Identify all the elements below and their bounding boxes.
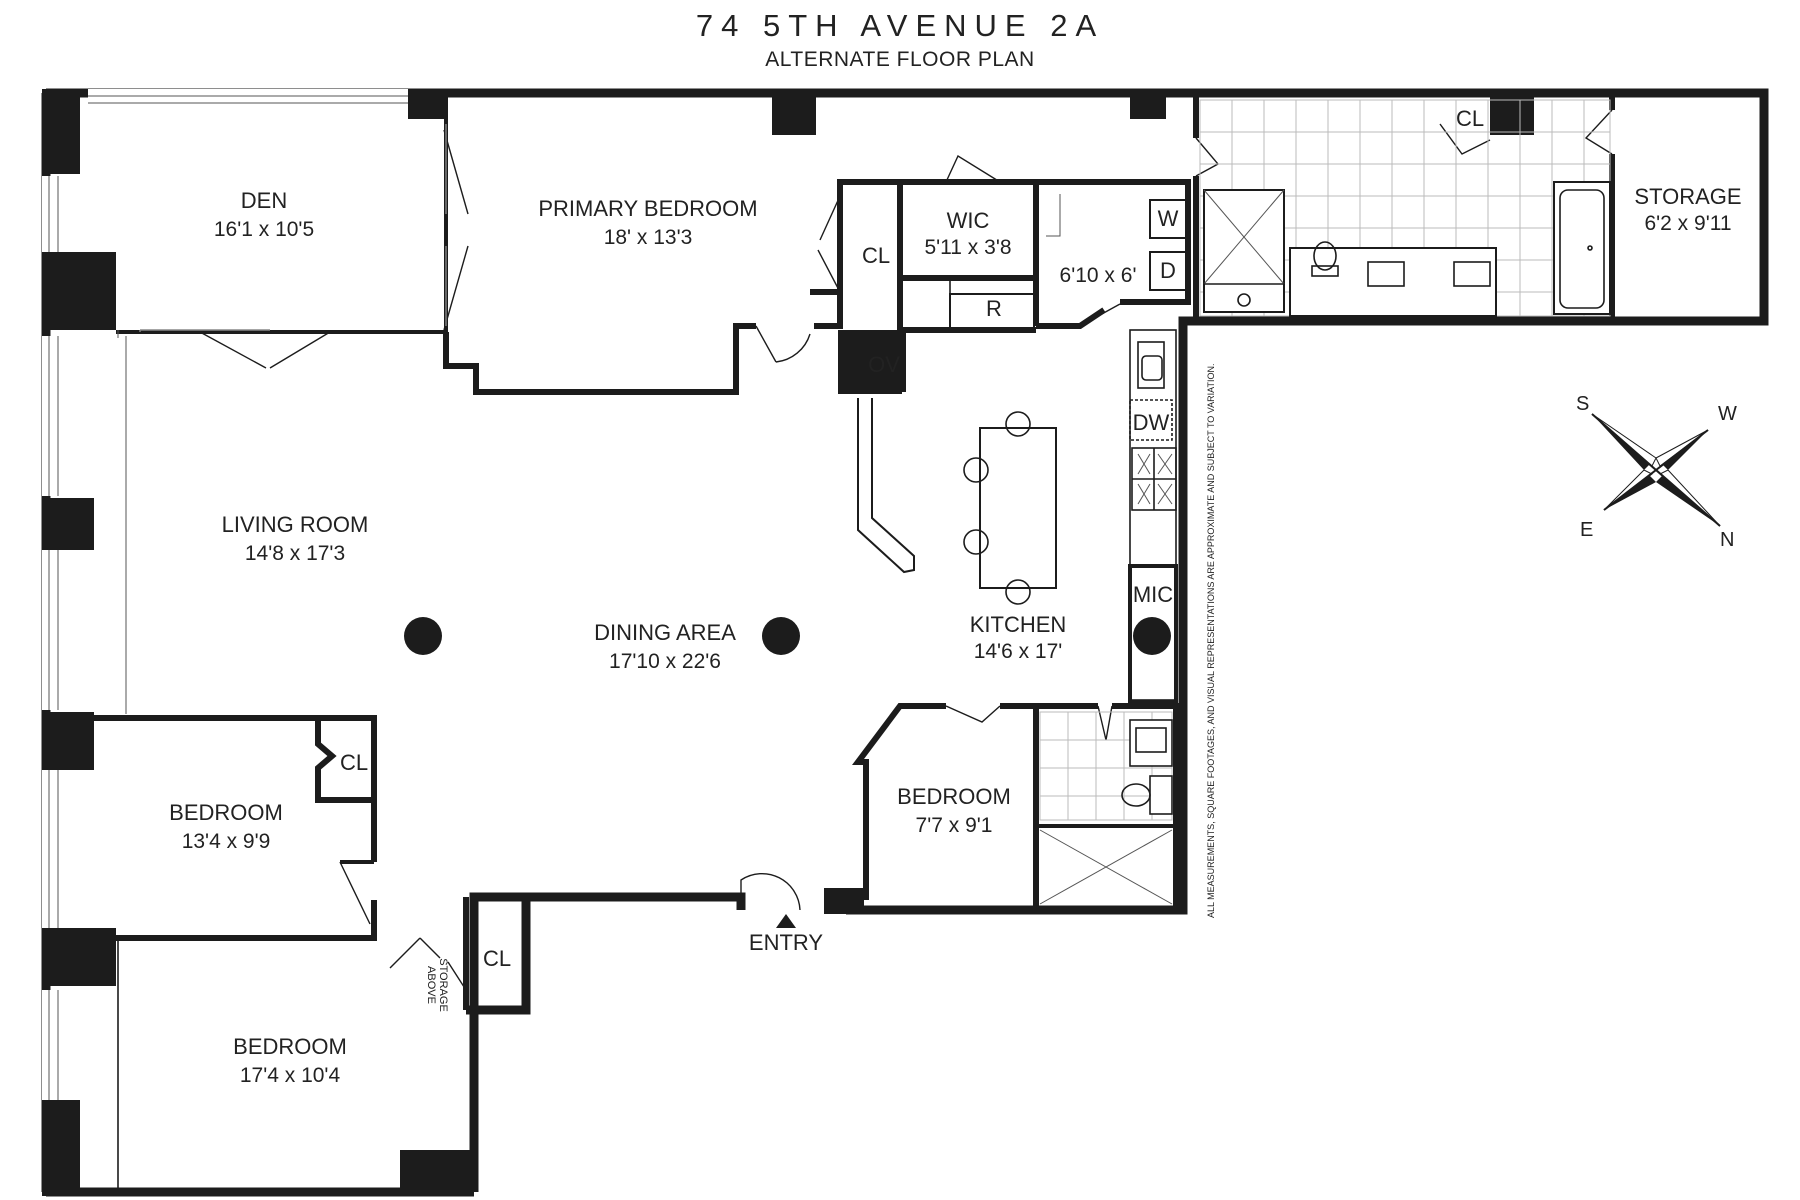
cl-hall-tag: CL bbox=[483, 946, 511, 971]
plan-subtitle: ALTERNATE FLOOR PLAN bbox=[765, 48, 1035, 71]
living-room-dims: 14'8 x 17'3 bbox=[245, 542, 345, 565]
den-dims: 16'1 x 10'5 bbox=[214, 218, 314, 241]
compass-rose-icon: S W E N bbox=[1576, 393, 1737, 551]
refrigerator-tag: R bbox=[986, 296, 1002, 321]
living-room-name: LIVING ROOM bbox=[222, 512, 369, 537]
microwave-tag: MIC bbox=[1133, 582, 1173, 607]
oven-tag: OV bbox=[868, 352, 900, 377]
storage-dims: 6'2 x 9'11 bbox=[1644, 212, 1731, 235]
primary-bedroom-dims: 18' x 13'3 bbox=[604, 226, 693, 249]
bedroom-small-dims: 7'7 x 9'1 bbox=[916, 814, 993, 837]
primary-bedroom-name: PRIMARY BEDROOM bbox=[538, 196, 757, 221]
interior-walls bbox=[46, 93, 1615, 1192]
bedroom-small-name: BEDROOM bbox=[897, 784, 1011, 809]
storage-above-tag-2: ABOVE bbox=[425, 966, 437, 1004]
compass-s: S bbox=[1576, 393, 1589, 415]
bedroom-west-name: BEDROOM bbox=[169, 800, 283, 825]
fixtures bbox=[404, 99, 1611, 905]
kitchen-name: KITCHEN bbox=[970, 612, 1067, 637]
west-windows bbox=[42, 89, 410, 1100]
plan-title: 74 5TH AVENUE 2A bbox=[695, 8, 1105, 43]
compass-w: W bbox=[1718, 403, 1737, 425]
cl-bath-tag: CL bbox=[1456, 106, 1484, 131]
compass-n: N bbox=[1720, 529, 1734, 551]
den-name: DEN bbox=[241, 188, 287, 213]
storage-above-tag-1: STORAGE bbox=[437, 958, 449, 1012]
column-west bbox=[404, 617, 442, 655]
fixture-tags: CL CL W D R OV DW MIC CL CL ENTRY STORAG… bbox=[340, 106, 1484, 1012]
bedroom-south-dims: 17'4 x 10'4 bbox=[240, 1064, 341, 1087]
entry-arrow-icon bbox=[776, 914, 796, 928]
dining-area-dims: 17'10 x 22'6 bbox=[609, 650, 721, 673]
room-labels: DEN 16'1 x 10'5 PRIMARY BEDROOM 18' x 13… bbox=[169, 184, 1741, 1087]
doors bbox=[139, 109, 1613, 991]
wic-name: WIC bbox=[947, 208, 990, 233]
entry-tag: ENTRY bbox=[749, 930, 823, 955]
cl-primary-tag: CL bbox=[862, 243, 890, 268]
wic-dims: 5'11 x 3'8 bbox=[924, 236, 1011, 259]
dining-area-name: DINING AREA bbox=[594, 620, 736, 645]
cl-west-bedroom-tag: CL bbox=[340, 750, 368, 775]
dishwasher-tag: DW bbox=[1133, 410, 1170, 435]
disclaimer-text: ALL MEASUREMENTS, SQUARE FOOTAGES, AND V… bbox=[1206, 364, 1216, 918]
exterior-walls bbox=[41, 88, 1769, 1197]
column-east bbox=[1133, 617, 1171, 655]
dryer-tag: D bbox=[1160, 258, 1176, 283]
plan-header: 74 5TH AVENUE 2A ALTERNATE FLOOR PLAN bbox=[0, 0, 1800, 80]
storage-name: STORAGE bbox=[1634, 184, 1741, 209]
washer-tag: W bbox=[1158, 206, 1179, 231]
kitchen-dims: 14'6 x 17' bbox=[974, 640, 1063, 663]
bedroom-south-name: BEDROOM bbox=[233, 1034, 347, 1059]
laundry-dims: 6'10 x 6' bbox=[1060, 264, 1137, 287]
bedroom-west-dims: 13'4 x 9'9 bbox=[182, 830, 271, 853]
column-center bbox=[762, 617, 800, 655]
compass-e: E bbox=[1580, 519, 1593, 541]
